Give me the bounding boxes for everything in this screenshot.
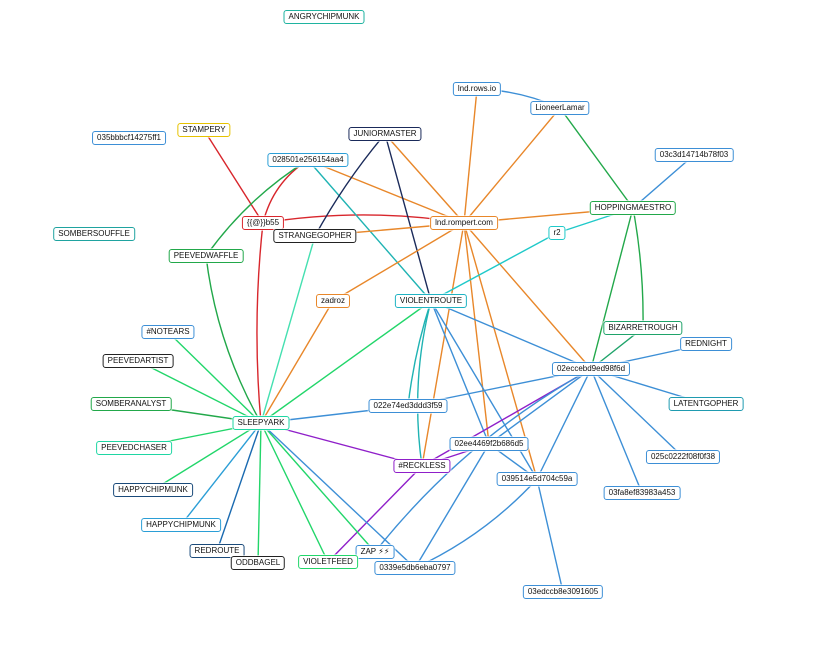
node-n03ed[interactable]: 03edccb8e3091605 <box>522 585 604 599</box>
node-n03c3[interactable]: 03c3d14714b78f03 <box>654 148 734 162</box>
edge-peevedwaffle-sleepyark <box>205 255 262 424</box>
edge-violentroute-n02ee <box>430 300 490 445</box>
node-redroute[interactable]: REDROUTE <box>189 544 245 558</box>
node-n0395[interactable]: 039514e5d704c59a <box>496 472 578 486</box>
edge-lndrompert-zadroz <box>332 222 465 302</box>
edge-zapb55-sleepyark <box>256 222 264 424</box>
node-reckless[interactable]: #RECKLESS <box>393 459 451 473</box>
node-n03fa[interactable]: 03fa8ef83983a453 <box>603 486 681 500</box>
edge-violentroute-sleepyark <box>260 300 432 424</box>
edge-lioneerlamar-lndrompert <box>463 107 561 224</box>
edge-n0285-lndrompert <box>307 159 465 224</box>
edge-n02ec-n02ee <box>488 368 592 445</box>
edge-layer <box>130 88 707 593</box>
node-sombersouffle[interactable]: SOMBERSOUFFLE <box>53 227 135 241</box>
edge-n0285-violentroute <box>307 159 432 302</box>
edge-oddbagel-sleepyark <box>257 422 262 564</box>
node-lndrompert[interactable]: lnd.rompert.com <box>430 216 498 230</box>
edge-redroute-sleepyark <box>216 422 262 552</box>
node-angrychipmunk[interactable]: ANGRYCHIPMUNK <box>283 10 365 24</box>
edge-n02ec-n03fa <box>590 368 643 494</box>
node-n0339[interactable]: 0339e5db6eba0797 <box>374 561 456 575</box>
node-n035b[interactable]: 035bbbcf14275ff1 <box>92 131 166 145</box>
edge-happychipmunk2-sleepyark <box>180 422 262 526</box>
node-zapb55[interactable]: {{@}}b55 <box>241 216 285 230</box>
edge-n0285-peevedwaffle <box>205 159 309 257</box>
edge-juniormaster-violentroute <box>384 133 432 302</box>
edge-zadroz-sleepyark <box>260 300 334 424</box>
node-happychipmunk2[interactable]: HAPPYCHIPMUNK <box>141 518 221 532</box>
edge-hoppingmaestro-n02ec <box>590 207 634 370</box>
node-stampery[interactable]: STAMPERY <box>177 123 231 137</box>
node-rednight[interactable]: REDNIGHT <box>680 337 732 351</box>
node-juniormaster[interactable]: JUNIORMASTER <box>348 127 422 141</box>
node-zadroz[interactable]: zadroz <box>315 294 351 308</box>
node-strangegopher[interactable]: STRANGEGOPHER <box>273 229 357 243</box>
edge-r2-violentroute <box>430 232 558 302</box>
edge-violetfeed-sleepyark <box>260 422 329 563</box>
edge-n0395-n0339 <box>414 478 538 569</box>
node-n02ec[interactable]: 02eccebd9ed98f6d <box>551 362 631 376</box>
edge-notears-sleepyark <box>167 331 262 424</box>
edge-n02ee-n0339 <box>414 443 490 569</box>
edge-stampery-zapb55 <box>203 129 264 224</box>
edge-violentroute-n02ec <box>430 300 592 370</box>
edge-n02ec-n025c <box>590 368 684 458</box>
node-violentroute[interactable]: VIOLENTROUTE <box>394 294 468 308</box>
node-zap[interactable]: ZAP ⚡⚡ <box>355 545 395 559</box>
edge-zap-sleepyark <box>260 422 376 553</box>
edge-lndrompert-n02ee <box>463 222 490 445</box>
edge-zapb55-n0285 <box>262 159 309 224</box>
node-violetfeed[interactable]: VIOLETFEED <box>298 555 358 569</box>
edge-strangegopher-sleepyark <box>260 235 316 424</box>
node-n025c[interactable]: 025c0222f08f0f38 <box>645 450 721 464</box>
edge-n0395-n03ed <box>536 478 564 593</box>
edge-violentroute-reckless <box>416 300 432 467</box>
edge-n02ec-n0395 <box>536 368 592 480</box>
edge-lndrows-lndrompert <box>463 88 478 224</box>
node-peevedartist[interactable]: PEEVEDARTIST <box>102 354 174 368</box>
node-somberanalyst[interactable]: SOMBERANALYST <box>90 397 172 411</box>
node-sleepyark[interactable]: SLEEPYARK <box>232 416 290 430</box>
edge-n0339-sleepyark <box>260 422 416 569</box>
edge-lndrompert-reckless <box>421 222 465 467</box>
edge-lioneerlamar-hoppingmaestro <box>559 107 634 209</box>
node-n02ee[interactable]: 02ee4469f2b686d5 <box>449 437 529 451</box>
edge-hoppingmaestro-bizarretrough <box>632 207 644 329</box>
node-hoppingmaestro[interactable]: HOPPINGMAESTRO <box>589 201 677 215</box>
node-bizarretrough[interactable]: BIZARRETROUGH <box>603 321 683 335</box>
node-r2[interactable]: r2 <box>548 226 566 240</box>
node-n022e[interactable]: 022e74ed3ddd3f59 <box>368 399 448 413</box>
edge-juniormaster-lndrompert <box>384 133 465 224</box>
edge-reckless-violetfeed <box>327 465 423 563</box>
edge-violentroute-n022e <box>407 300 432 407</box>
node-lndrows[interactable]: lnd.rows.io <box>452 82 502 96</box>
node-oddbagel[interactable]: ODDBAGEL <box>230 556 286 570</box>
edge-juniormaster-strangegopher <box>314 133 386 237</box>
edge-happychipmunk1-sleepyark <box>152 422 262 491</box>
node-n0285[interactable]: 028501e256154aa4 <box>267 153 349 167</box>
node-peevedchaser[interactable]: PEEVEDCHASER <box>96 441 172 455</box>
node-notears[interactable]: #NOTEARS <box>141 325 195 339</box>
node-latentgopher[interactable]: LATENTGOPHER <box>668 397 744 411</box>
node-peevedwaffle[interactable]: PEEVEDWAFFLE <box>168 249 244 263</box>
node-lioneerlamar[interactable]: LioneerLamar <box>530 101 590 115</box>
edge-lndrompert-n02ec <box>463 222 592 370</box>
node-happychipmunk1[interactable]: HAPPYCHIPMUNK <box>113 483 193 497</box>
